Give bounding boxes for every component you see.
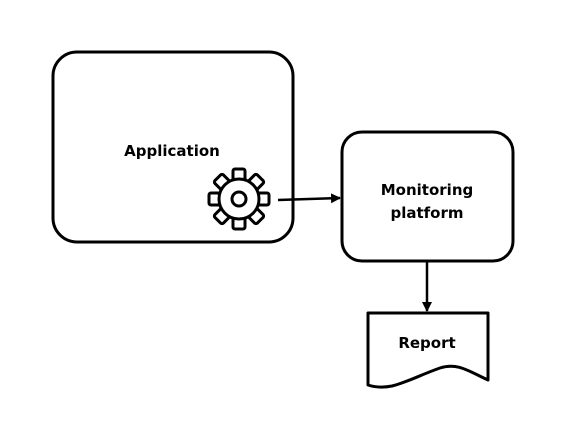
- monitoring-label-line1: Monitoring: [381, 181, 473, 199]
- application-label: Application: [124, 142, 220, 160]
- report-document-shape: [366, 311, 490, 389]
- monitoring-platform-node[interactable]: Monitoring platform: [340, 130, 515, 263]
- gear-icon: [207, 167, 271, 231]
- report-node[interactable]: Report: [366, 311, 490, 389]
- edge-application-to-monitoring[interactable]: [277, 193, 341, 204]
- report-label: Report: [398, 334, 455, 352]
- monitoring-platform-box: [340, 130, 515, 263]
- monitoring-label-line2: platform: [390, 204, 463, 222]
